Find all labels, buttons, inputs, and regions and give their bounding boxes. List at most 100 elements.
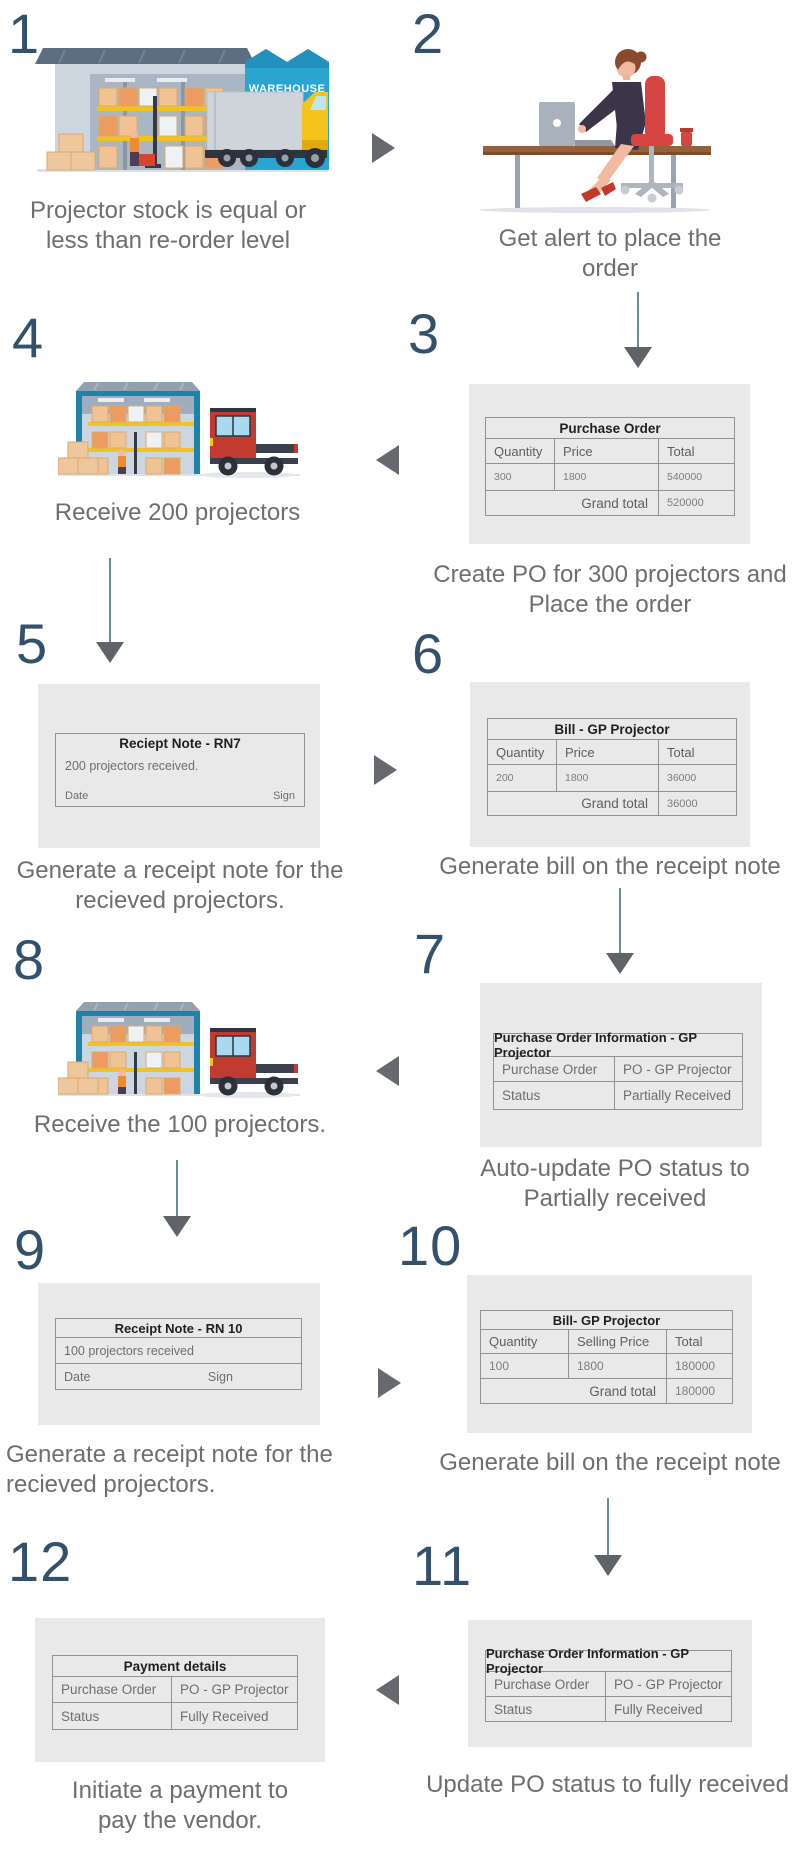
caption-line: recieved projectors. bbox=[6, 1471, 216, 1498]
column-header: Quantity bbox=[489, 1334, 538, 1349]
table-cell: 200 bbox=[496, 772, 514, 784]
caption-line: Projector stock is equal or bbox=[29, 197, 307, 224]
arrow-down-icon bbox=[594, 1498, 622, 1576]
step-8-caption: Receive the 100 projectors. bbox=[25, 1110, 335, 1140]
step-5-number: 5 bbox=[16, 612, 49, 675]
arrow-stem bbox=[619, 888, 621, 953]
arrow-left-icon bbox=[376, 1056, 399, 1086]
step-3-caption: Create PO for 300 projectors and Place t… bbox=[415, 560, 800, 620]
column-header: Price bbox=[556, 740, 658, 764]
step-3-number: 3 bbox=[408, 302, 441, 365]
column-header: Selling Price bbox=[568, 1330, 666, 1353]
po-info-card-2: Purchase Order Information - GP Projecto… bbox=[468, 1620, 752, 1747]
po-info-table-2: Purchase Order Information - GP Projecto… bbox=[485, 1646, 732, 1722]
bill-card-2: Bill- GP Projector Quantity Selling Pric… bbox=[467, 1275, 752, 1433]
woman-at-desk-illustration bbox=[475, 26, 715, 218]
caption-line: Generate bill on the receipt note bbox=[439, 853, 781, 880]
kv-value: PO - GP Projector bbox=[614, 1057, 742, 1081]
warehouse-red-truck-illustration bbox=[58, 996, 300, 1104]
arrow-right-icon bbox=[378, 1368, 401, 1398]
step-7-number: 7 bbox=[414, 922, 447, 985]
note-title: Receipt Note - RN 10 bbox=[114, 1320, 243, 1336]
arrow-down-icon bbox=[606, 888, 634, 974]
kv-key: Purchase Order bbox=[61, 1682, 157, 1697]
table-title: Payment details bbox=[123, 1658, 227, 1674]
kv-value: PO - GP Projector bbox=[171, 1677, 297, 1702]
step-4-caption: Receive 200 projectors bbox=[20, 498, 335, 528]
kv-key: Purchase Order bbox=[502, 1061, 598, 1077]
arrow-head bbox=[594, 1555, 622, 1576]
date-label: Date bbox=[64, 1369, 91, 1384]
purchase-order-table: Purchase Order Quantity Price Total 300 … bbox=[485, 417, 735, 516]
step-1-caption: Projector stock is equal or less than re… bbox=[18, 196, 318, 256]
step-12-caption: Initiate a payment to pay the vendor. bbox=[30, 1776, 330, 1836]
table-title: Bill - GP Projector bbox=[554, 721, 670, 737]
step-2-caption: Get alert to place the order bbox=[470, 224, 750, 284]
kv-key: Status bbox=[61, 1708, 100, 1724]
table-cell: 36000 bbox=[658, 765, 736, 791]
receipt-note-rn7: Reciept Note - RN7 200 projectors receiv… bbox=[55, 733, 305, 807]
arrow-head bbox=[96, 642, 124, 663]
bill-card: Bill - GP Projector Quantity Price Total… bbox=[470, 682, 750, 847]
table-cell: 300 bbox=[494, 471, 512, 483]
column-header: Quantity bbox=[496, 744, 545, 760]
grand-total-label: Grand total bbox=[581, 796, 648, 811]
step-11-caption: Update PO status to fully received bbox=[415, 1770, 800, 1800]
step-9-number: 9 bbox=[14, 1218, 47, 1281]
arrow-head bbox=[163, 1216, 191, 1237]
arrow-down-icon bbox=[163, 1160, 191, 1237]
note-body-text: 200 projectors received. bbox=[65, 759, 199, 773]
table-title: Bill- GP Projector bbox=[552, 1312, 661, 1328]
caption-line: recieved projectors. bbox=[75, 887, 285, 914]
kv-value: PO - GP Projector bbox=[605, 1672, 731, 1696]
receiving-truck-icon bbox=[58, 1002, 300, 1098]
arrow-down-icon bbox=[624, 292, 652, 368]
table-title: Purchase Order Information - GP Projecto… bbox=[486, 1646, 689, 1676]
arrow-stem bbox=[637, 292, 639, 347]
arrow-head bbox=[624, 347, 652, 368]
note-title: Reciept Note - RN7 bbox=[119, 736, 241, 751]
payment-details-card: Payment details Purchase Order PO - GP P… bbox=[35, 1618, 325, 1762]
arrow-left-icon bbox=[376, 1675, 399, 1705]
step-8-number: 8 bbox=[13, 928, 46, 991]
column-header: Total bbox=[658, 740, 736, 764]
table-cell: 180000 bbox=[666, 1354, 732, 1378]
arrow-left-icon bbox=[376, 445, 399, 475]
po-info-card: Purchase Order Information - GP Projecto… bbox=[480, 983, 762, 1147]
caption-line: Partially received bbox=[523, 1185, 707, 1212]
step-6-caption: Generate bill on the receipt note bbox=[420, 852, 800, 882]
caption-line: Receive 200 projectors bbox=[54, 499, 301, 526]
arrow-head bbox=[606, 953, 634, 974]
arrow-stem bbox=[109, 558, 111, 642]
kv-key: Status bbox=[502, 1088, 541, 1103]
step-2-number: 2 bbox=[412, 2, 445, 65]
kv-value: Fully Received bbox=[605, 1697, 731, 1721]
caption-line: Create PO for 300 projectors and bbox=[433, 561, 787, 588]
step-7-caption: Auto-update PO status to Partially recei… bbox=[430, 1154, 800, 1214]
note-body-text: 100 projectors received bbox=[64, 1343, 194, 1358]
bill-table: Bill - GP Projector Quantity Price Total… bbox=[487, 718, 737, 816]
column-header: Total bbox=[666, 1330, 732, 1353]
table-cell: 1800 bbox=[556, 765, 658, 791]
caption-line: Place the order bbox=[528, 591, 692, 618]
column-header: Price bbox=[554, 439, 658, 463]
kv-key: Status bbox=[494, 1701, 533, 1717]
step-6-number: 6 bbox=[412, 622, 445, 685]
office-worker-icon bbox=[479, 49, 711, 213]
receipt-note-rn10: Receipt Note - RN 10 100 projectors rece… bbox=[55, 1318, 302, 1390]
kv-value: Partially Received bbox=[614, 1082, 742, 1109]
caption-line: Generate bill on the receipt note bbox=[439, 1449, 781, 1476]
caption-line: Get alert to place the bbox=[498, 225, 722, 252]
warehouse-yellow-truck-illustration: WAREHOUSE bbox=[35, 38, 330, 180]
caption-line: less than re-order level bbox=[45, 227, 291, 254]
warehouse-icon: WAREHOUSE bbox=[35, 48, 329, 172]
step-10-caption: Generate bill on the receipt note bbox=[420, 1448, 800, 1478]
column-header: Total bbox=[658, 439, 734, 463]
arrow-right-icon bbox=[374, 755, 397, 785]
grand-total-value: 180000 bbox=[666, 1379, 732, 1403]
grand-total-label: Grand total bbox=[581, 495, 648, 511]
arrow-stem bbox=[607, 1498, 609, 1555]
step-9-caption: Generate a receipt note for the recieved… bbox=[6, 1440, 366, 1500]
kv-key: Purchase Order bbox=[494, 1676, 590, 1692]
